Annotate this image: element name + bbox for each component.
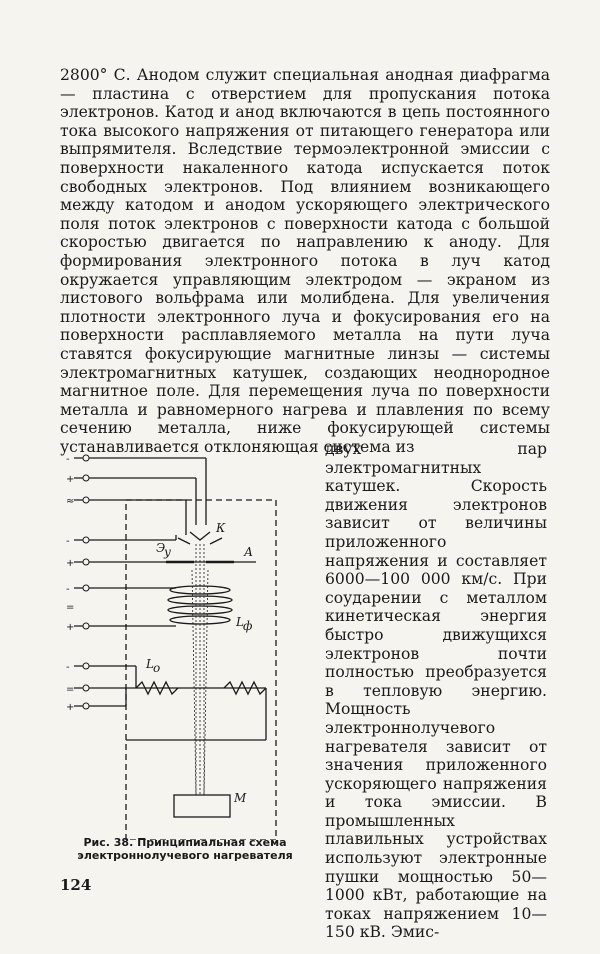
terminal-sign-10: =: [66, 684, 74, 695]
cathode-label: К: [215, 521, 226, 535]
deflect-coil-right: [223, 680, 267, 696]
electron-beam-heater-diagram: К Э у А L ф L о М - + ≈ - + - = + - = +: [66, 454, 277, 840]
body-text-top: 2800° С. Анодом служит специальная анодн…: [60, 66, 550, 456]
terminal-sign-11: +: [66, 702, 74, 713]
page-number: 124: [60, 876, 92, 894]
terminal-sign-4: -: [66, 536, 70, 547]
figure-caption: Рис. 38. Принципиальная схема электронно…: [77, 836, 293, 862]
terminal-sign-9: -: [66, 662, 70, 673]
anode-label: А: [243, 545, 253, 559]
terminal-sign-3: ≈: [66, 496, 74, 507]
metal-label: М: [233, 791, 247, 805]
vacuum-chamber-outline: [125, 499, 277, 840]
figure-38: К Э у А L ф L о М - + ≈ - + - = + - = +: [66, 440, 306, 870]
body-text-side: двух пар электромагнитных катушек. Скоро…: [325, 440, 547, 942]
terminal-sign-1: -: [66, 454, 70, 465]
focus-lens-label: L: [235, 615, 244, 629]
metal-ingot: [173, 794, 231, 818]
deflect-coil-left: [135, 680, 179, 696]
control-electrode-right: [209, 537, 223, 545]
terminal-sign-7: =: [66, 602, 74, 613]
terminal-sign-2: +: [66, 474, 74, 485]
terminal-sign-5: +: [66, 558, 74, 569]
paragraph-side: двух пар электромагнитных катушек. Скоро…: [325, 440, 547, 942]
control-electrode-subscript: у: [163, 545, 171, 559]
electron-beam: [191, 544, 209, 796]
deflect-coil-label: L: [145, 657, 154, 671]
paragraph-top: 2800° С. Анодом служит специальная анодн…: [60, 66, 550, 456]
terminal-sign-6: -: [66, 584, 70, 595]
terminal-sign-8: +: [66, 622, 74, 633]
cathode: [189, 531, 211, 541]
focus-lens-subscript: ф: [243, 619, 252, 633]
control-electrode-left: [177, 537, 191, 545]
control-electrode-label: Э: [156, 541, 165, 555]
deflect-coil-subscript: о: [153, 661, 160, 675]
